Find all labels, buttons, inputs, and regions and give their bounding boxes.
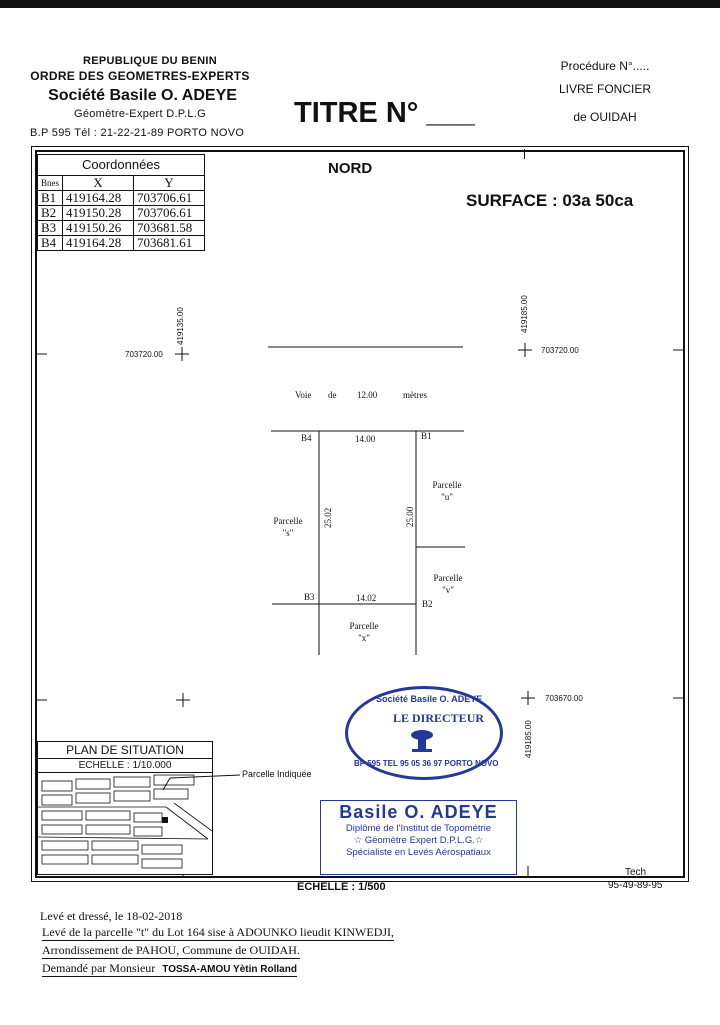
plan-frame — [35, 150, 685, 878]
republic-line: REPUBLIQUE DU BENIN — [82, 55, 218, 67]
tech-number: 95-49-89-95 — [608, 880, 663, 891]
rect-stamp-line3: ☆ Géomètre Expert D.P.L.G.☆ — [353, 835, 484, 846]
marker-b4: B4 — [301, 433, 312, 443]
company-round-stamp: Société Basile O. ADEYE LE DIRECTEUR BP … — [345, 686, 503, 780]
cell: 419150.26 — [62, 220, 134, 236]
tech-label: Tech — [625, 867, 647, 878]
parcel-x-id: "x" — [358, 633, 370, 643]
cell: 703681.61 — [133, 235, 205, 251]
marker-b2: B2 — [422, 599, 433, 609]
parcel-indicated-label: Parcelle Indiquée — [242, 769, 312, 779]
outer-frame — [31, 146, 689, 882]
survey-description: Levé de la parcelle "t" du Lot 164 sise … — [42, 925, 395, 941]
dimension-bottom: 14.02 — [356, 593, 377, 603]
cell: B2 — [37, 205, 63, 221]
livre-foncier: LIVRE FONCIER — [558, 82, 651, 96]
company-name: Société Basile O. ADEYE — [48, 87, 237, 104]
dimension-top: 14.00 — [355, 434, 376, 444]
requester-name: TOSSA-AMOU Yètin Rolland — [162, 964, 297, 975]
parcel-x-label: Parcelle — [349, 621, 379, 631]
order-line: ORDRE DES GEOMETRES-EXPERTS — [30, 69, 250, 83]
survey-location: Arrondissement de PAHOU, Commune de OUID… — [42, 943, 300, 959]
cell: B4 — [37, 235, 63, 251]
parcel-s-label: Parcelle — [273, 516, 303, 526]
requester-label: Demandé par Monsieur — [42, 961, 156, 975]
situation-plan-scale: ECHELLE : 1/10.000 — [38, 759, 212, 773]
parcel-u-label: Parcelle — [432, 480, 462, 490]
company-title: Géomètre-Expert D.P.L.G — [73, 108, 207, 120]
grid-label-y: 703670.00 — [545, 694, 583, 703]
livre-foncier-city: de OUIDAH — [573, 110, 637, 124]
situation-plan-title: PLAN DE SITUATION — [38, 742, 212, 759]
emblem-icon — [408, 727, 436, 753]
situation-map-sketch — [37, 774, 213, 869]
scan-top-edge — [0, 0, 720, 8]
rect-stamp-line4: Spécialiste en Levés Aérospatiaux — [346, 847, 491, 858]
parcel-v-label: Parcelle — [433, 573, 463, 583]
indicated-parcel-mark — [162, 817, 168, 823]
road-unit: mètres — [403, 390, 427, 400]
north-label: NORD — [328, 160, 373, 177]
round-stamp-bottom: BP 595 TEL 95 05 36 97 PORTO NOVO — [354, 759, 499, 768]
road-label-de: de — [328, 390, 337, 400]
document-title: TITRE N° ___ — [294, 97, 475, 129]
cell: 419164.28 — [62, 235, 134, 251]
cell: B3 — [37, 220, 63, 236]
main-scale: ECHELLE : 1/500 — [297, 881, 386, 893]
grid-label-y: 703720.00 — [541, 346, 579, 355]
surveyor-rect-stamp: Basile O. ADEYE Diplômé de l'Institut de… — [320, 800, 517, 875]
parcel-v-id: "v" — [442, 585, 454, 595]
procedure-number: Procédure N°..... — [560, 59, 650, 73]
road-label-voie: Voie — [295, 390, 312, 400]
parcel-u-id: "u" — [441, 492, 453, 502]
cell: 703706.61 — [133, 205, 205, 221]
road-width: 12.00 — [357, 390, 378, 400]
round-stamp-center: LE DIRECTEUR — [393, 711, 485, 725]
cell: 703706.61 — [133, 190, 205, 206]
rect-stamp-name: Basile O. ADEYE — [339, 802, 498, 822]
requester-line: Demandé par Monsieur TOSSA-AMOU Yètin Ro… — [42, 961, 297, 977]
survey-date: Levé et dressé, le 18-02-2018 — [40, 909, 183, 923]
round-stamp-top: Société Basile O. ADEYE — [376, 694, 483, 704]
company-address: B.P 595 Tél : 21-22-21-89 PORTO NOVO — [30, 127, 245, 139]
marker-b1: B1 — [421, 431, 432, 441]
marker-b3: B3 — [304, 592, 315, 602]
frame-tick — [524, 149, 525, 159]
surface-label: SURFACE : 03a 50ca — [466, 191, 634, 210]
situation-plan-box: PLAN DE SITUATION ECHELLE : 1/10.000 — [37, 741, 213, 875]
grid-label-y: 703720.00 — [125, 350, 163, 359]
rect-stamp-line2: Diplômé de l'Institut de Topométrie — [345, 823, 492, 834]
parcel-s-id: "s" — [282, 528, 294, 538]
